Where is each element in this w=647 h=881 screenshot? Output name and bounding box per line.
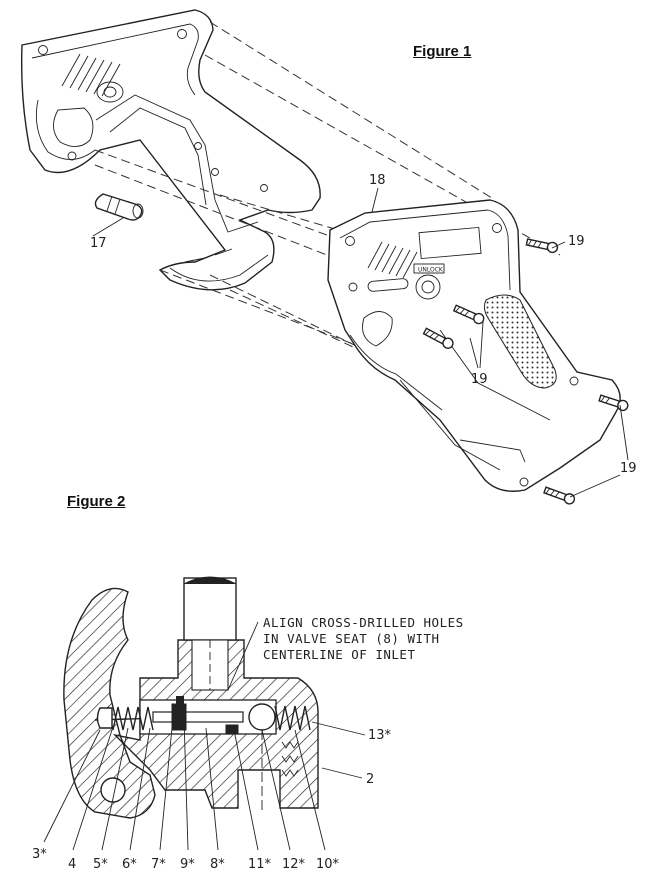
right-housing-half: UNLOCK: [327, 199, 621, 492]
callout-10: 10*: [316, 857, 340, 872]
left-spring: [107, 706, 154, 731]
callout-5: 5*: [93, 857, 108, 872]
note-line-2: IN VALVE SEAT (8) WITH: [263, 631, 440, 646]
note-line-3: CENTERLINE OF INLET: [263, 647, 416, 662]
figure-2-title: Figure 2: [67, 493, 126, 510]
callout-18: 18: [369, 173, 386, 188]
callout-19-top: 19: [568, 234, 585, 249]
callout-6: 6*: [122, 857, 137, 872]
callout-8: 8*: [210, 857, 225, 872]
callout-19-bottom: 19: [620, 461, 637, 476]
callout-4: 4: [68, 857, 76, 872]
callout-19-middle: 19: [471, 372, 488, 387]
figure-1-exploded-view: UNLOCK: [20, 9, 637, 505]
right-spring: [274, 705, 311, 731]
callout-9: 9*: [180, 857, 195, 872]
handle-section: [63, 587, 156, 819]
callout-17: 17: [90, 236, 107, 251]
left-housing-half: [20, 9, 321, 291]
inlet-pipe: [183, 577, 237, 641]
callout-7: 7*: [151, 857, 166, 872]
figure-1-title: Figure 1: [413, 43, 472, 60]
unlock-badge-text: UNLOCK: [418, 267, 444, 274]
figure-2-leaders: [43, 717, 366, 851]
check-ball: [248, 703, 276, 731]
callout-3: 3*: [32, 847, 47, 862]
assembly-note: ALIGN CROSS-DRILLED HOLES IN VALVE SEAT …: [263, 615, 464, 662]
part-17-pin: [92, 193, 144, 237]
figure-1-leaders: [371, 187, 629, 498]
callout-12: 12*: [282, 857, 306, 872]
callout-2: 2: [366, 772, 374, 787]
callout-11: 11*: [248, 857, 272, 872]
note-line-1: ALIGN CROSS-DRILLED HOLES: [263, 615, 464, 630]
figure-2-section-view: ALIGN CROSS-DRILLED HOLES IN VALVE SEAT …: [32, 576, 464, 872]
callout-13: 13*: [368, 728, 392, 743]
